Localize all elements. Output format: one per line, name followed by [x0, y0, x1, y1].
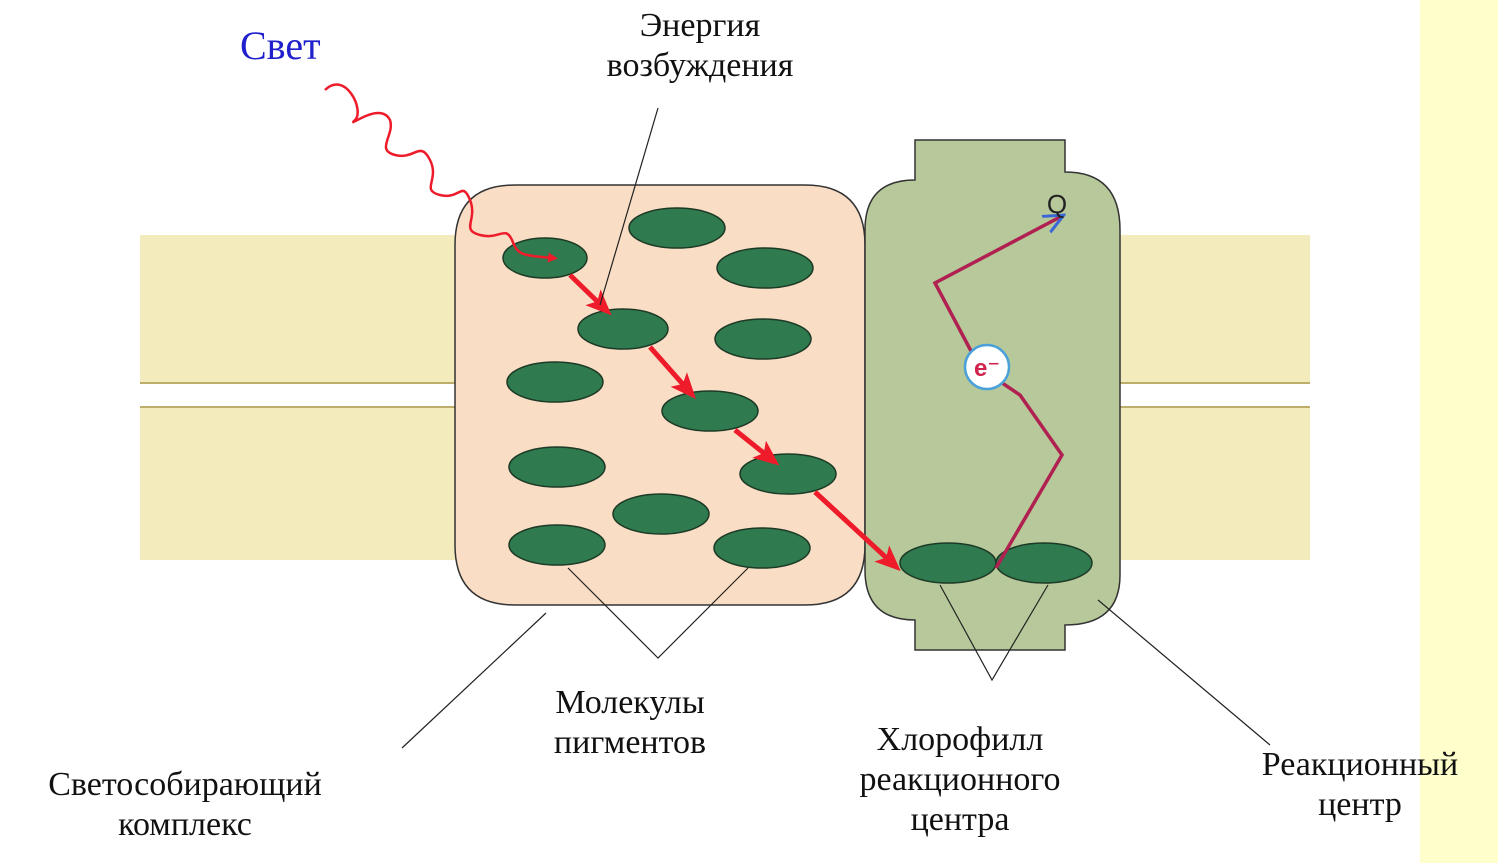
reaction-center-chlorophyll-line-3: центра [815, 800, 1105, 840]
membrane-lower-right [1118, 407, 1310, 560]
light-harvesting-complex-line-2: комплекс [0, 805, 370, 845]
reaction-center-line-2: центр [1225, 785, 1495, 825]
pigment-molecules-label: Молекулы пигментов [490, 683, 770, 763]
light-harvesting-complex-line-1: Светособирающий [0, 765, 370, 805]
reaction-center-line-1: Реакционный [1225, 745, 1495, 785]
membrane-lower-left [140, 407, 460, 560]
pigment-molecule [578, 309, 668, 349]
pigment-molecule [715, 319, 811, 359]
membrane-upper-left [140, 235, 460, 383]
right-sidebar-strip [1420, 0, 1498, 863]
pigment-molecule [714, 528, 810, 568]
reaction-center-label: Реакционный центр [1225, 745, 1495, 825]
pigment-molecule [629, 208, 725, 248]
reaction-center-chlorophyll-line-1: Хлорофилл [815, 720, 1105, 760]
pigment-molecule [613, 494, 709, 534]
reaction-center-chlorophyll-label: Хлорофилл реакционного центра [815, 720, 1105, 840]
pigment-molecule [507, 362, 603, 402]
membrane-upper-right [1118, 235, 1310, 383]
acceptor-label: Q [1047, 189, 1067, 219]
reaction-center-chlorophyll-line-2: реакционного [815, 760, 1105, 800]
pigment-molecule [509, 525, 605, 565]
reaction-center-leader-line [1098, 600, 1270, 745]
pigment-molecule [717, 248, 813, 288]
excitation-energy-label: Энергия возбуждения [560, 6, 840, 86]
excitation-energy-line-1: Энергия [560, 6, 840, 46]
excitation-energy-line-2: возбуждения [560, 46, 840, 86]
pigment-molecule [662, 391, 758, 431]
pigment-molecules-line-2: пигментов [490, 723, 770, 763]
pigment-molecules-line-1: Молекулы [490, 683, 770, 723]
light-label: Свет [240, 22, 360, 69]
light-harvesting-complex-label: Светособирающий комплекс [0, 765, 370, 845]
reaction-center-chlorophyll-molecule [996, 543, 1092, 583]
reaction-center-chlorophyll-molecule [900, 543, 996, 583]
pigment-molecule [509, 447, 605, 487]
pigment-molecule [740, 454, 836, 494]
electron-label: e⁻ [974, 355, 1000, 382]
